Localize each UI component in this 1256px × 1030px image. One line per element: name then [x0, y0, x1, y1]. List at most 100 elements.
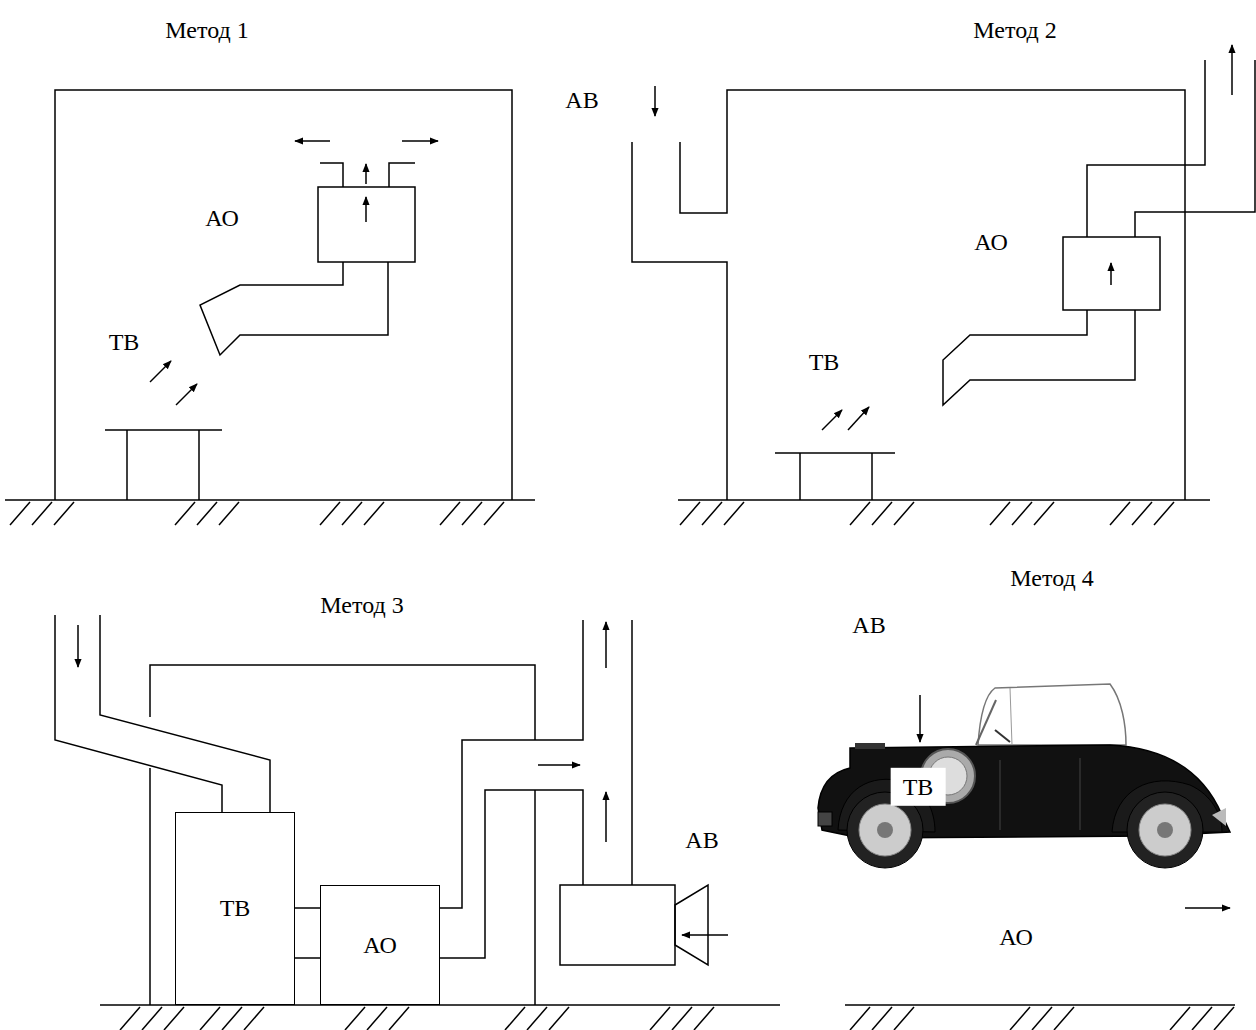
air-unit	[389, 163, 415, 187]
air-unit	[200, 262, 388, 355]
ground-hatching	[1010, 1007, 1030, 1030]
flow-arrow	[150, 361, 171, 382]
ground-hatching	[164, 1007, 184, 1030]
ground-hatching	[1170, 1007, 1190, 1030]
ground-hatching	[672, 1007, 692, 1030]
ground-hatching	[680, 502, 700, 525]
ground-hatching	[200, 1007, 220, 1030]
source-label: ТВ	[809, 349, 840, 375]
air-unit	[943, 237, 1160, 405]
ground-hatching	[850, 1007, 870, 1030]
road	[845, 1004, 1235, 1006]
work-table	[799, 453, 801, 500]
flow-arrow	[605, 792, 607, 842]
flow-arrow	[77, 625, 79, 667]
method-title: Метод 1	[165, 17, 248, 43]
car-picture	[1139, 804, 1191, 856]
ground-hatching	[10, 502, 30, 525]
ground-hatching	[1154, 502, 1174, 525]
car-picture	[1010, 688, 1012, 745]
ground-hatching	[1132, 502, 1152, 525]
method-title: Метод 4	[1010, 565, 1093, 591]
exhaust-duct	[631, 620, 633, 885]
box-label: ТВ	[220, 895, 251, 921]
room-outline	[149, 768, 151, 1005]
flow-arrow	[654, 86, 656, 116]
flow-arrow	[1185, 907, 1230, 909]
car-picture	[818, 684, 1230, 868]
ground-hatching	[505, 1007, 525, 1030]
box-label: АО	[363, 932, 396, 958]
ground-hatching	[219, 502, 239, 525]
car-picture	[999, 760, 1001, 830]
work-table	[126, 430, 128, 500]
car-picture	[1212, 808, 1226, 826]
flow-arrow	[365, 197, 367, 222]
car-picture	[978, 684, 1126, 745]
ground-hatching	[142, 1007, 162, 1030]
room-outline	[150, 665, 535, 740]
car-picture	[1079, 758, 1081, 830]
room-outline	[55, 90, 512, 500]
room-outline	[55, 615, 780, 1005]
room-outline	[1135, 60, 1255, 237]
source-label: ТВ	[891, 768, 946, 806]
room-outline	[632, 60, 1255, 500]
work-table	[775, 452, 895, 454]
flow-arrow	[365, 164, 367, 184]
process-box: АО	[320, 885, 440, 1005]
ground-hatching	[244, 1007, 264, 1030]
ground-hatching	[872, 1007, 892, 1030]
exhaust-duct	[440, 790, 583, 958]
ground-hatching	[197, 502, 217, 525]
ground-hatching	[1032, 1007, 1052, 1030]
ground-hatching	[527, 1007, 547, 1030]
car-picture	[877, 822, 893, 838]
flow-arrow	[919, 695, 921, 742]
ground-hatching	[364, 502, 384, 525]
ground-hatching	[1054, 1007, 1074, 1030]
air-label: АВ	[565, 87, 598, 113]
air-unit	[320, 163, 343, 187]
room-outline	[534, 790, 536, 1005]
air-label: АВ	[852, 612, 885, 638]
ground-hatching	[54, 502, 74, 525]
room-outline	[100, 615, 270, 812]
method-title: Метод 3	[320, 592, 403, 618]
unit-label: АО	[999, 924, 1032, 950]
car-picture	[818, 745, 1230, 838]
fan-unit	[675, 885, 708, 965]
flow-arrow	[402, 140, 438, 142]
work-table	[198, 430, 200, 500]
flow-arrow	[822, 410, 842, 430]
flow-arrow	[1110, 263, 1112, 285]
ground-hatching	[702, 502, 722, 525]
flow-arrow	[538, 764, 580, 766]
work-table	[105, 429, 222, 431]
flow-arrow	[655, 45, 1232, 430]
work-table	[775, 453, 895, 500]
flow-arrow	[295, 140, 330, 142]
ground-hatching	[389, 1007, 409, 1030]
car-picture	[1127, 792, 1203, 868]
exhaust-duct	[440, 620, 583, 908]
work-table	[871, 453, 873, 500]
car-picture	[859, 804, 911, 856]
ground-hatching	[484, 502, 504, 525]
ground-hatching	[222, 1007, 242, 1030]
room-outline	[1087, 60, 1205, 237]
ground-hatching	[850, 502, 870, 525]
ground-hatching	[1110, 502, 1130, 525]
ground-hatching	[724, 502, 744, 525]
room-outline	[5, 90, 535, 500]
room-outline	[5, 499, 535, 501]
car-picture	[855, 743, 885, 749]
unit-label: АО	[205, 205, 238, 231]
room-outline	[678, 499, 1210, 501]
fan-unit	[560, 885, 708, 965]
flow-arrow	[848, 407, 869, 430]
ground-hatching	[462, 502, 482, 525]
room-outline	[680, 90, 1185, 500]
ground-hatching	[650, 1007, 670, 1030]
air-unit	[318, 187, 415, 262]
